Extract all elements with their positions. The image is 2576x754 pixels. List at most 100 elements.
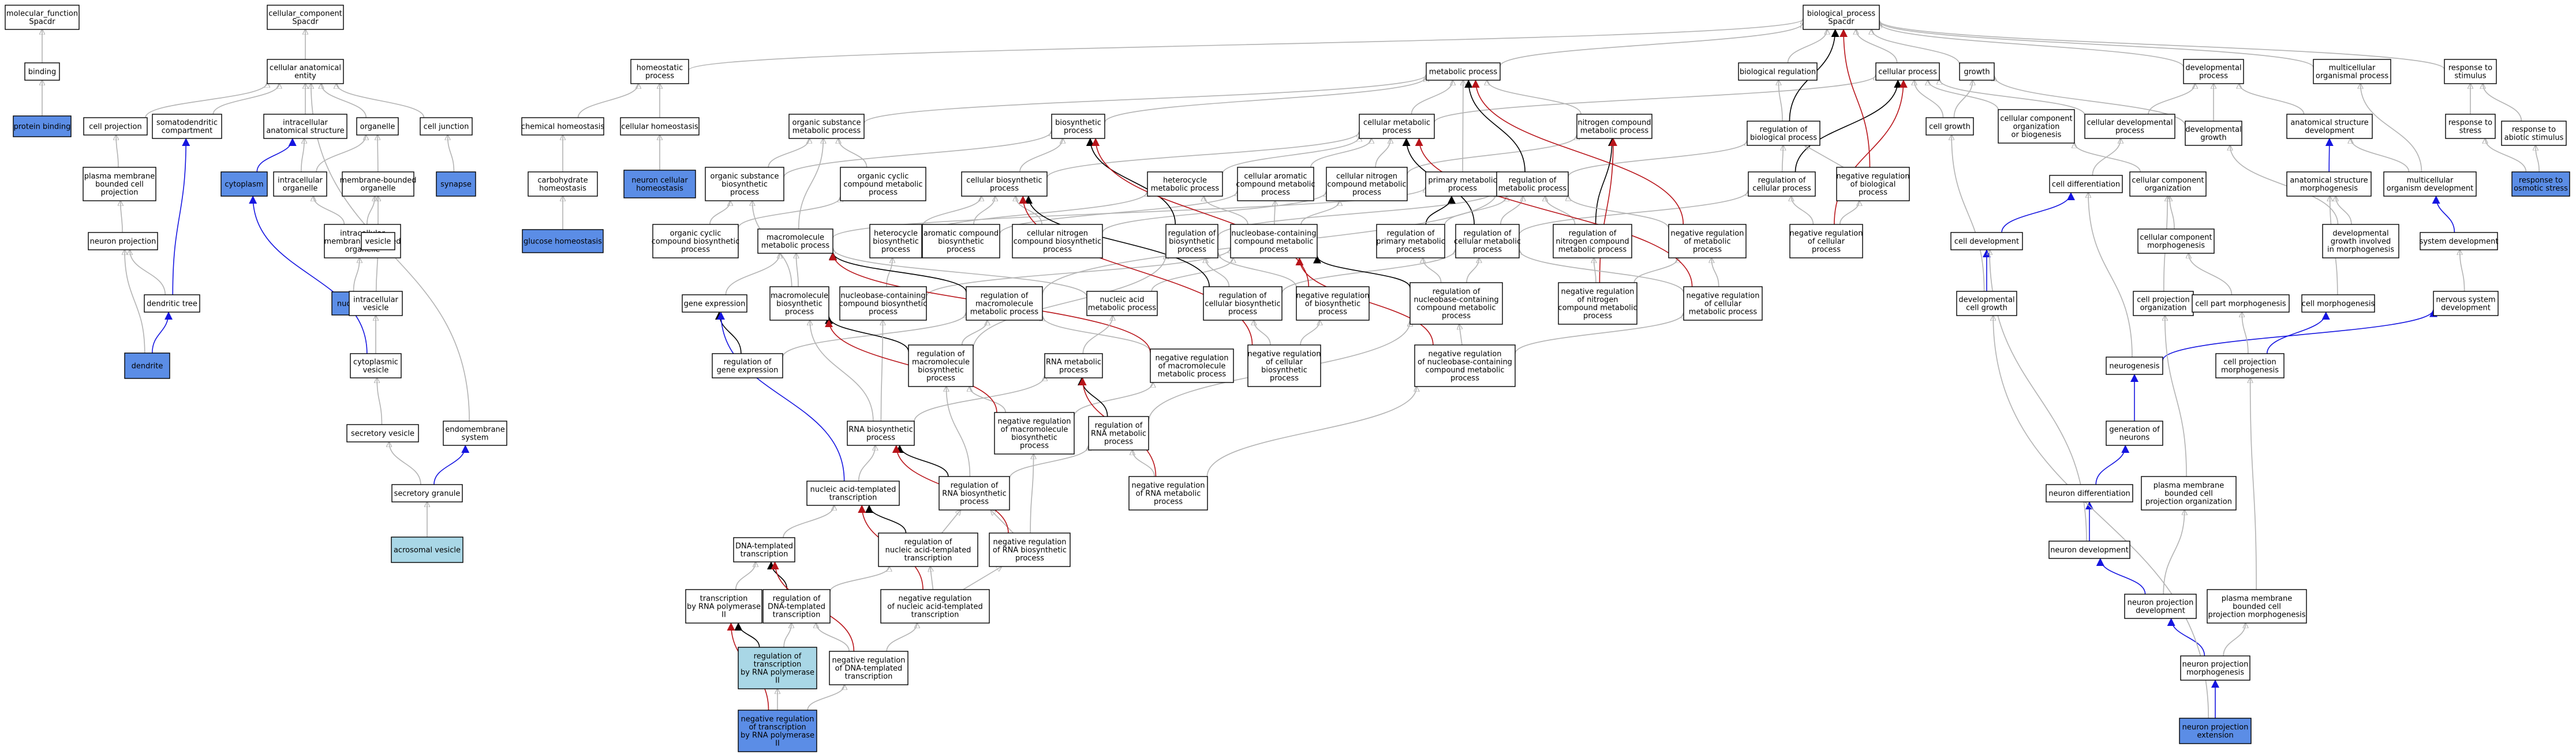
go-term-node-binding[interactable]: binding: [24, 62, 60, 81]
go-term-node-cellular_process[interactable]: cellular process: [1875, 62, 1940, 81]
go-term-node-protein_binding[interactable]: protein binding: [13, 115, 72, 137]
go-term-node-metabolic[interactable]: metabolic process: [1426, 62, 1501, 81]
go-term-node-dendritic_tree[interactable]: dendritic tree: [144, 294, 200, 313]
go-term-node-cell_dev[interactable]: cell development: [1950, 232, 2023, 250]
go-term-node-neuron_dev[interactable]: neuron development: [2048, 541, 2130, 559]
go-term-node-acrosomal[interactable]: acrosomal vesicle: [391, 537, 463, 563]
go-term-node-secretory_vesicle[interactable]: secretory vesicle: [346, 424, 419, 442]
go-term-node-cell_morph[interactable]: cell morphogenesis: [2301, 294, 2375, 313]
go-term-node-vesicle[interactable]: vesicle: [361, 232, 395, 250]
go-term-node-growth[interactable]: growth: [1959, 62, 1995, 81]
go-term-node-cytoplasm[interactable]: cytoplasm: [220, 171, 268, 197]
go-term-node-cell_junction[interactable]: cell junction: [420, 117, 473, 136]
go-term-node-gene_expr[interactable]: gene expression: [682, 294, 747, 313]
go-term-node-cell_diff[interactable]: cell differentiation: [2049, 175, 2123, 193]
go-term-node-organelle[interactable]: organelle: [356, 117, 399, 136]
go-term-node-cell_projection[interactable]: cell projection: [83, 117, 148, 136]
go-term-node-secretory_granule[interactable]: secretory granule: [391, 484, 463, 502]
go-term-node-bio_reg[interactable]: biological regulation: [1738, 62, 1818, 81]
go-term-node-neuron_projection[interactable]: neuron projection: [88, 232, 158, 250]
go-term-node-cell_homeo[interactable]: cellular homeostasis: [620, 117, 700, 136]
go-term-node-dendrite[interactable]: dendrite: [124, 352, 170, 379]
